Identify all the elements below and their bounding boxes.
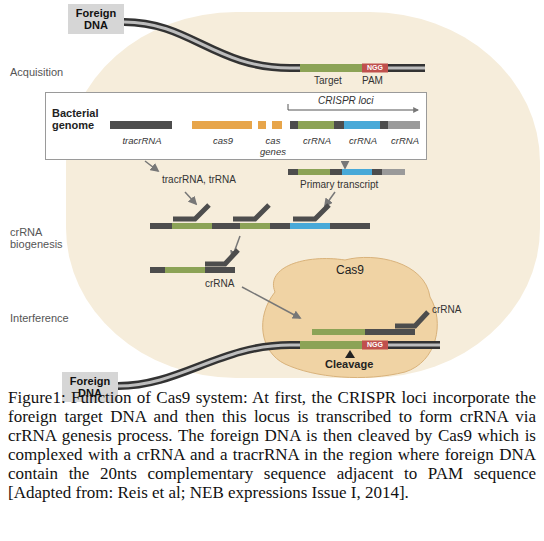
crispr-bracket (288, 104, 418, 110)
tracrrna-gene (110, 121, 172, 129)
node-text: Foreign DNA (68, 7, 124, 32)
arrow (232, 236, 240, 258)
node-text: crRNA (343, 136, 383, 147)
repeat (290, 121, 298, 129)
cleavage-label: Cleavage (325, 358, 385, 370)
rna-segment (342, 169, 372, 175)
node-text: Bacterial genome (52, 107, 112, 132)
rna-segment (240, 223, 270, 229)
rna-segment (172, 223, 212, 229)
stage-label: Interference (10, 312, 90, 324)
rna-segment (382, 169, 405, 175)
rna-segment (205, 267, 235, 273)
target-segment (300, 341, 362, 349)
node-text: cas9 (193, 136, 253, 147)
node-text: CRISPR loci (318, 95, 398, 106)
repeat (380, 121, 388, 129)
dna-strand (124, 22, 425, 68)
tracrrna-hook (293, 205, 329, 219)
rna-segment (270, 223, 290, 229)
spacer (388, 121, 420, 129)
arrow (344, 161, 346, 168)
pam-sequence: NGG (364, 341, 386, 349)
node-text: Cas9 (325, 264, 375, 277)
tracrrna-hook (395, 312, 428, 326)
arrow (242, 287, 300, 318)
arrow (145, 161, 158, 171)
target-label: Target (314, 75, 354, 86)
rna-segment (298, 169, 330, 175)
cas-gene (272, 121, 282, 129)
rna-label: tracrRNA, trRNA (162, 174, 262, 185)
cas-gene (258, 121, 266, 129)
rna-segment (288, 169, 298, 175)
rna-segment (290, 223, 330, 229)
pam-segment (362, 341, 388, 350)
stage-label: Acquisition (10, 66, 90, 78)
tracrrna-hook (205, 250, 238, 264)
dna-core (124, 22, 425, 68)
node-text: crRNA (385, 136, 425, 147)
rna-segment (150, 223, 172, 229)
node-text: crRNA (297, 136, 337, 147)
cleavage-mark (345, 350, 355, 358)
repeat (334, 121, 344, 129)
pam-label: PAM (362, 75, 392, 86)
protein-shape (263, 257, 438, 377)
spacer (298, 121, 334, 129)
rna-label: crRNA (205, 278, 245, 289)
pam-sequence: NGG (364, 64, 386, 72)
tracrrna-hook (233, 205, 269, 219)
cas9-gene (192, 121, 252, 129)
rna-label: crRNA (432, 304, 472, 315)
crrna-repeat (365, 329, 415, 335)
node-text: cas genes (256, 136, 290, 157)
rna-segment (372, 169, 382, 175)
node-text: tracrRNA (112, 136, 172, 147)
arrow (325, 192, 335, 206)
crrna-guide (312, 329, 365, 335)
tracrrna-hook (173, 205, 209, 219)
rna-segment (212, 223, 240, 229)
arrow (185, 192, 196, 204)
foreign-dna-tag: Foreign DNA (68, 4, 124, 34)
pam-segment (362, 64, 388, 73)
stage-label: crRNA biogenesis (10, 226, 80, 251)
dna-core (118, 345, 440, 386)
bacterial-cell (66, 12, 540, 378)
rna-label: Primary transcript (300, 179, 410, 190)
rna-segment (165, 267, 205, 273)
target-segment (300, 64, 362, 72)
genome-box: Bacterial genomeCRISPR locitracrRNAcas9c… (45, 92, 427, 160)
spacer (344, 121, 380, 129)
dna-strand (118, 345, 440, 386)
figure-caption: Figure1: Function of Cas9 system: At fir… (8, 388, 536, 502)
rna-segment (330, 169, 342, 175)
rna-segment (330, 223, 370, 229)
rna-segment (150, 267, 165, 273)
